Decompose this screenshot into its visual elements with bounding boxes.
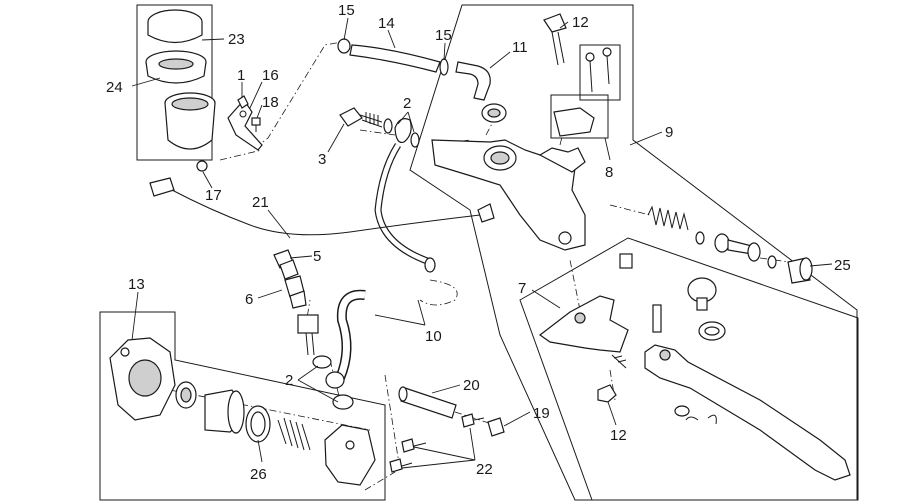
callout-2-upper: 2 [403, 95, 411, 112]
screw-subframe [579, 44, 621, 101]
callout-6: 6 [245, 291, 253, 308]
lever-pin [652, 304, 662, 333]
callout-23: 23 [228, 31, 245, 48]
banjo-fitting-lower [325, 371, 345, 389]
callout-14: 14 [378, 15, 395, 32]
callout-15-upper-right: 15 [435, 27, 452, 44]
callout-17: 17 [205, 187, 222, 204]
clutch-lever [644, 344, 851, 481]
slave-cover [324, 424, 376, 486]
slave-spring [277, 417, 311, 451]
callout-19: 19 [533, 405, 550, 422]
callout-21: 21 [252, 194, 269, 211]
callout-9: 9 [665, 124, 673, 141]
callout-18: 18 [262, 94, 279, 111]
callout-10: 10 [425, 328, 442, 345]
copper-washer-upper [383, 118, 420, 148]
clamp-bolt [543, 13, 567, 66]
bleed-nipple [273, 249, 299, 280]
slave-seal [175, 381, 197, 409]
adjuster-small-pin [619, 253, 633, 269]
piston-kit [695, 231, 777, 269]
reservoir-hose [349, 44, 441, 73]
leader-lines [131, 17, 833, 469]
callout-2-lower: 2 [285, 372, 293, 389]
master-cylinder-body [431, 139, 586, 251]
callout-5: 5 [313, 248, 321, 265]
callout-24: 24 [106, 79, 123, 96]
bracket-bolt [251, 117, 261, 132]
slave-cylinder-body [109, 337, 176, 421]
copper-washer-lower [312, 355, 354, 410]
piston-spring [647, 205, 689, 231]
dust-boot [787, 257, 813, 284]
hose-clamp-right [439, 58, 449, 76]
callout-7: 7 [518, 280, 526, 297]
cover-bolts [389, 413, 485, 473]
fitting-seal [481, 103, 507, 123]
hose-fitting [297, 314, 319, 356]
switch-sensor [149, 177, 175, 197]
callout-13: 13 [128, 276, 145, 293]
hose-clamp-left [337, 38, 351, 54]
reservoir-frame [136, 4, 213, 161]
lever-frame [519, 237, 859, 501]
callout-25: 25 [834, 257, 851, 274]
slave-oring [245, 405, 271, 443]
clamp-screws [585, 47, 612, 93]
lever-spring [611, 354, 627, 369]
bolt-subframe [550, 94, 609, 139]
union-fitting [284, 275, 307, 309]
lever-nut [597, 384, 617, 403]
banjo-bolt [339, 107, 383, 128]
reservoir-cap [147, 9, 203, 44]
reservoir-body [164, 92, 216, 150]
banjo-fitting-upper [394, 118, 412, 144]
slave-cylinder-frame [99, 311, 386, 501]
callout-22: 22 [476, 461, 493, 478]
cap-nut [487, 417, 505, 437]
callout-26: 26 [250, 466, 267, 483]
callout-3: 3 [318, 151, 326, 168]
callout-8: 8 [605, 164, 613, 181]
callout-16: 16 [262, 67, 279, 84]
circlip [674, 405, 717, 425]
callout-11: 11 [512, 39, 528, 56]
adjuster-knob [687, 277, 726, 341]
reservoir-diaphragm [145, 50, 207, 84]
breather-fitting [455, 61, 491, 101]
clutch-hose-lower [335, 289, 366, 380]
callout-20: 20 [463, 377, 480, 394]
reservoir-hose-clip [196, 160, 208, 172]
lever-bracket [538, 295, 629, 353]
clamp-half [553, 107, 595, 137]
callout-12-bottom: 12 [610, 427, 627, 444]
guide-pin [398, 386, 457, 419]
clutch-hose [374, 143, 436, 273]
callout-12-top: 12 [572, 14, 589, 31]
slave-piston [204, 389, 245, 434]
switch-cable [171, 189, 495, 236]
callout-1: 1 [237, 67, 245, 84]
callout-15-upper-left: 15 [338, 2, 355, 19]
